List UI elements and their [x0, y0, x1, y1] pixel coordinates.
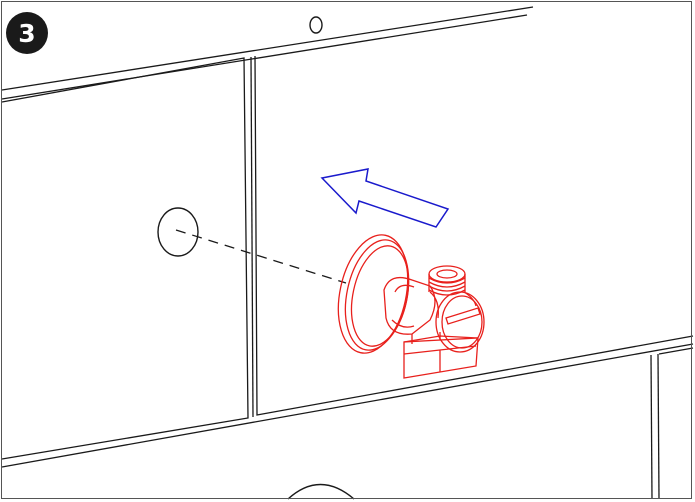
valve-neck: [411, 332, 441, 344]
valve-stem-line: [394, 284, 415, 293]
valve-thread-body: [428, 274, 466, 292]
valve-hex-nut-face: [403, 345, 477, 372]
left-tile-outline: [1, 57, 249, 460]
grout-top-inner: [1, 14, 528, 100]
grout-top-outer: [1, 6, 534, 91]
center-tile-left-edge: [250, 56, 254, 418]
valve-hex-nut: [403, 337, 479, 379]
valve-rosette-inner: [350, 245, 410, 347]
valve-cap-slot: [445, 307, 481, 325]
valve-body-curve: [429, 291, 477, 319]
wall-hole-icon: [157, 207, 199, 257]
center-tile-outline: [254, 55, 694, 416]
top-hole: [309, 16, 323, 34]
lower-tile-vertical-1: [650, 354, 653, 500]
valve-cap: [435, 291, 485, 353]
alignment-dashed-line: [175, 229, 347, 284]
grout-bottom-outer: [1, 343, 694, 468]
valve-stem-line-2: [391, 319, 415, 328]
valve-thread-inner: [436, 269, 458, 279]
arrow-up-left-icon: [320, 168, 450, 228]
valve-stem: [383, 276, 436, 335]
step-number-badge: 3: [6, 12, 48, 54]
angle-valve-icon: [337, 234, 485, 379]
valve-thread-rings: [428, 277, 466, 296]
lower-tile-top: [658, 347, 694, 355]
bottom-arc: [287, 483, 355, 500]
lower-tile-vertical-2: [657, 353, 660, 500]
tile-grout-lines: [1, 6, 694, 500]
step-number: 3: [18, 18, 36, 48]
valve-rosette: [337, 234, 409, 354]
